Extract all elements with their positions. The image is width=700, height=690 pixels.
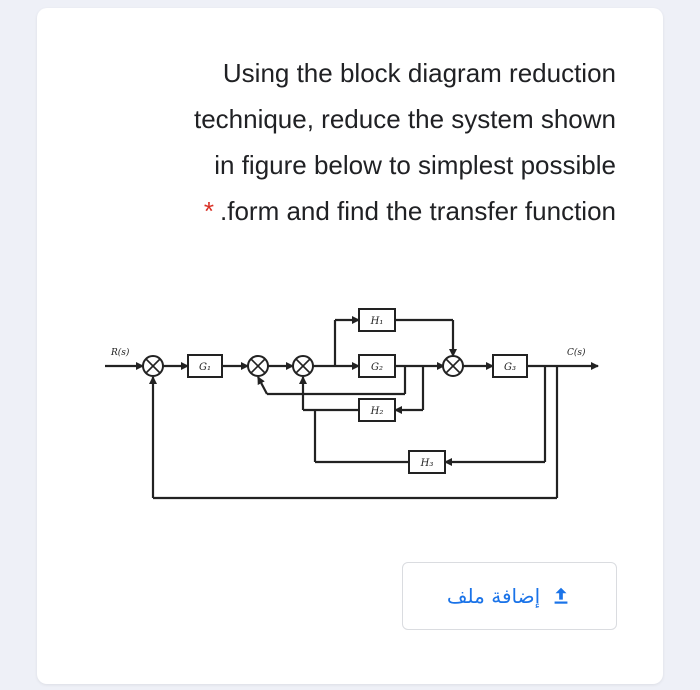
- block-g2-label: G₂: [371, 362, 383, 373]
- summing-junction-2: [247, 355, 269, 377]
- block-h1-label: H₁: [370, 316, 384, 327]
- summing-junction-3: [292, 355, 314, 377]
- block-h2: H₂: [358, 398, 396, 422]
- required-asterisk: *: [203, 196, 214, 226]
- summing-junction-1: [142, 355, 164, 377]
- summing-junction-4: [442, 355, 464, 377]
- block-g3-label: G₃: [504, 362, 516, 373]
- add-file-button[interactable]: إضافة ملف: [402, 562, 617, 630]
- question-line-1: Using the block diagram reduction: [222, 58, 616, 88]
- block-h1: H₁: [358, 308, 396, 332]
- question-line-2: technique, reduce the system shown: [193, 104, 616, 134]
- upload-icon: [550, 585, 572, 607]
- block-diagram: G₁ H₁ G₂ H₂ H₃ G₃ R(s) C(s): [105, 308, 599, 500]
- question-line-3: in figure below to simplest possible: [214, 150, 616, 180]
- block-g1-label: G₁: [199, 362, 211, 373]
- add-file-label: إضافة ملف: [446, 584, 541, 608]
- output-label: C(s): [567, 347, 586, 358]
- block-g2: G₂: [358, 354, 396, 378]
- block-g3: G₃: [492, 354, 528, 378]
- input-label: R(s): [110, 347, 130, 358]
- block-h3: H₃: [408, 450, 446, 474]
- block-h2-label: H₂: [370, 406, 384, 417]
- block-g1: G₁: [187, 354, 223, 378]
- block-h3-label: H₃: [420, 458, 434, 469]
- question-text: Using the block diagram reduction techni…: [50, 50, 616, 234]
- question-line-4-text: .form and find the transfer function: [220, 196, 616, 226]
- question-line-4: *.form and find the transfer function: [50, 188, 616, 234]
